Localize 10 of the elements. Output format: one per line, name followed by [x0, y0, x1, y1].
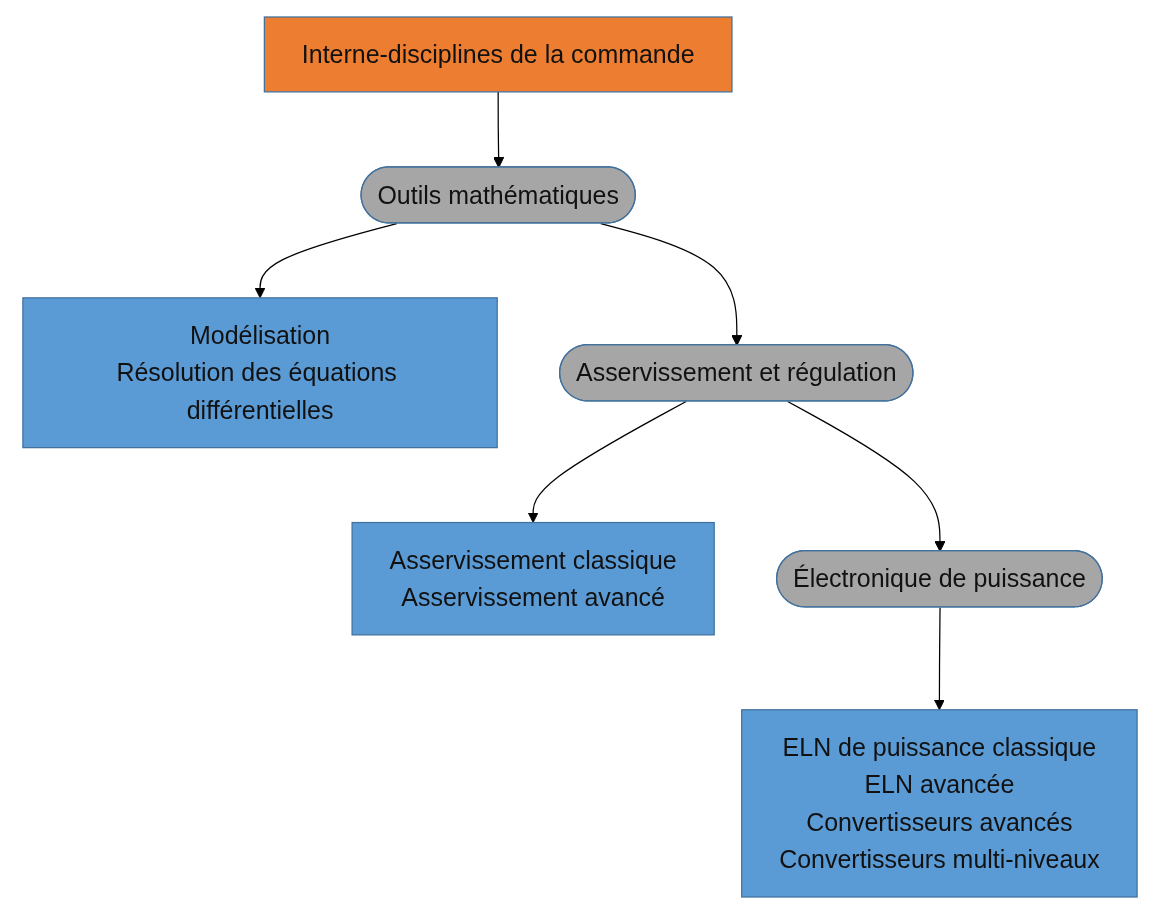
arrow — [492, 91, 504, 168]
node-box: ELN de puissance classique ELN avancée Convertisseurs avancés Convertisseurs multi-niveaux — [740, 709, 1138, 898]
node-box: Interne-disciplines de la commande — [263, 16, 733, 93]
node-box: Asservissement classique Asservissement avancé — [350, 521, 715, 636]
arrow — [599, 222, 742, 346]
arrow — [786, 400, 945, 552]
arrow — [254, 222, 397, 299]
arrow — [527, 400, 687, 524]
node-box: Modélisation Résolution des équations différentielles — [21, 297, 498, 449]
arrow — [933, 606, 945, 711]
